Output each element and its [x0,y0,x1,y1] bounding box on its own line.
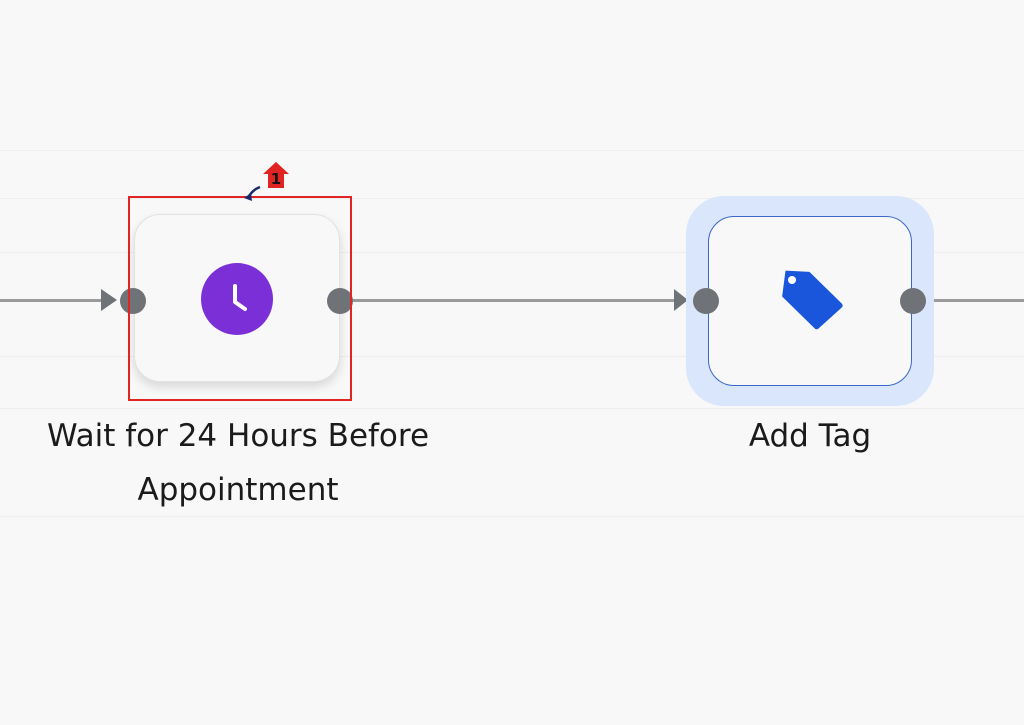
canvas-gridline [0,516,1024,517]
selected-element-highlight [128,196,352,401]
wait-node-label: Wait for 24 Hours Before Appointment [10,409,466,517]
outgoing-connection-line [924,299,1024,302]
canvas-gridline [0,356,1024,357]
canvas-gridline [0,198,1024,199]
incoming-connection-line [0,299,104,302]
add-tag-node-input-port[interactable] [693,288,719,314]
annotation-number: 1 [270,170,282,188]
add-tag-node-output-port[interactable] [900,288,926,314]
tag-icon [770,260,850,344]
wait-node-input-port[interactable] [120,288,146,314]
connection-line[interactable] [352,299,676,302]
canvas-gridline [0,150,1024,151]
wait-node-label-line-1: Wait for 24 Hours Before [46,418,430,454]
add-tag-node-label: Add Tag [748,418,872,454]
wait-node-label-line-2: Appointment [137,472,339,508]
connection-arrow-icon [674,289,688,311]
clock-icon [201,263,273,335]
incoming-arrow-icon [101,289,117,311]
annotation-marker: 1 [240,160,296,206]
wait-node-output-port[interactable] [327,288,353,314]
canvas-gridline [0,252,1024,253]
canvas-gridline [0,408,1024,409]
